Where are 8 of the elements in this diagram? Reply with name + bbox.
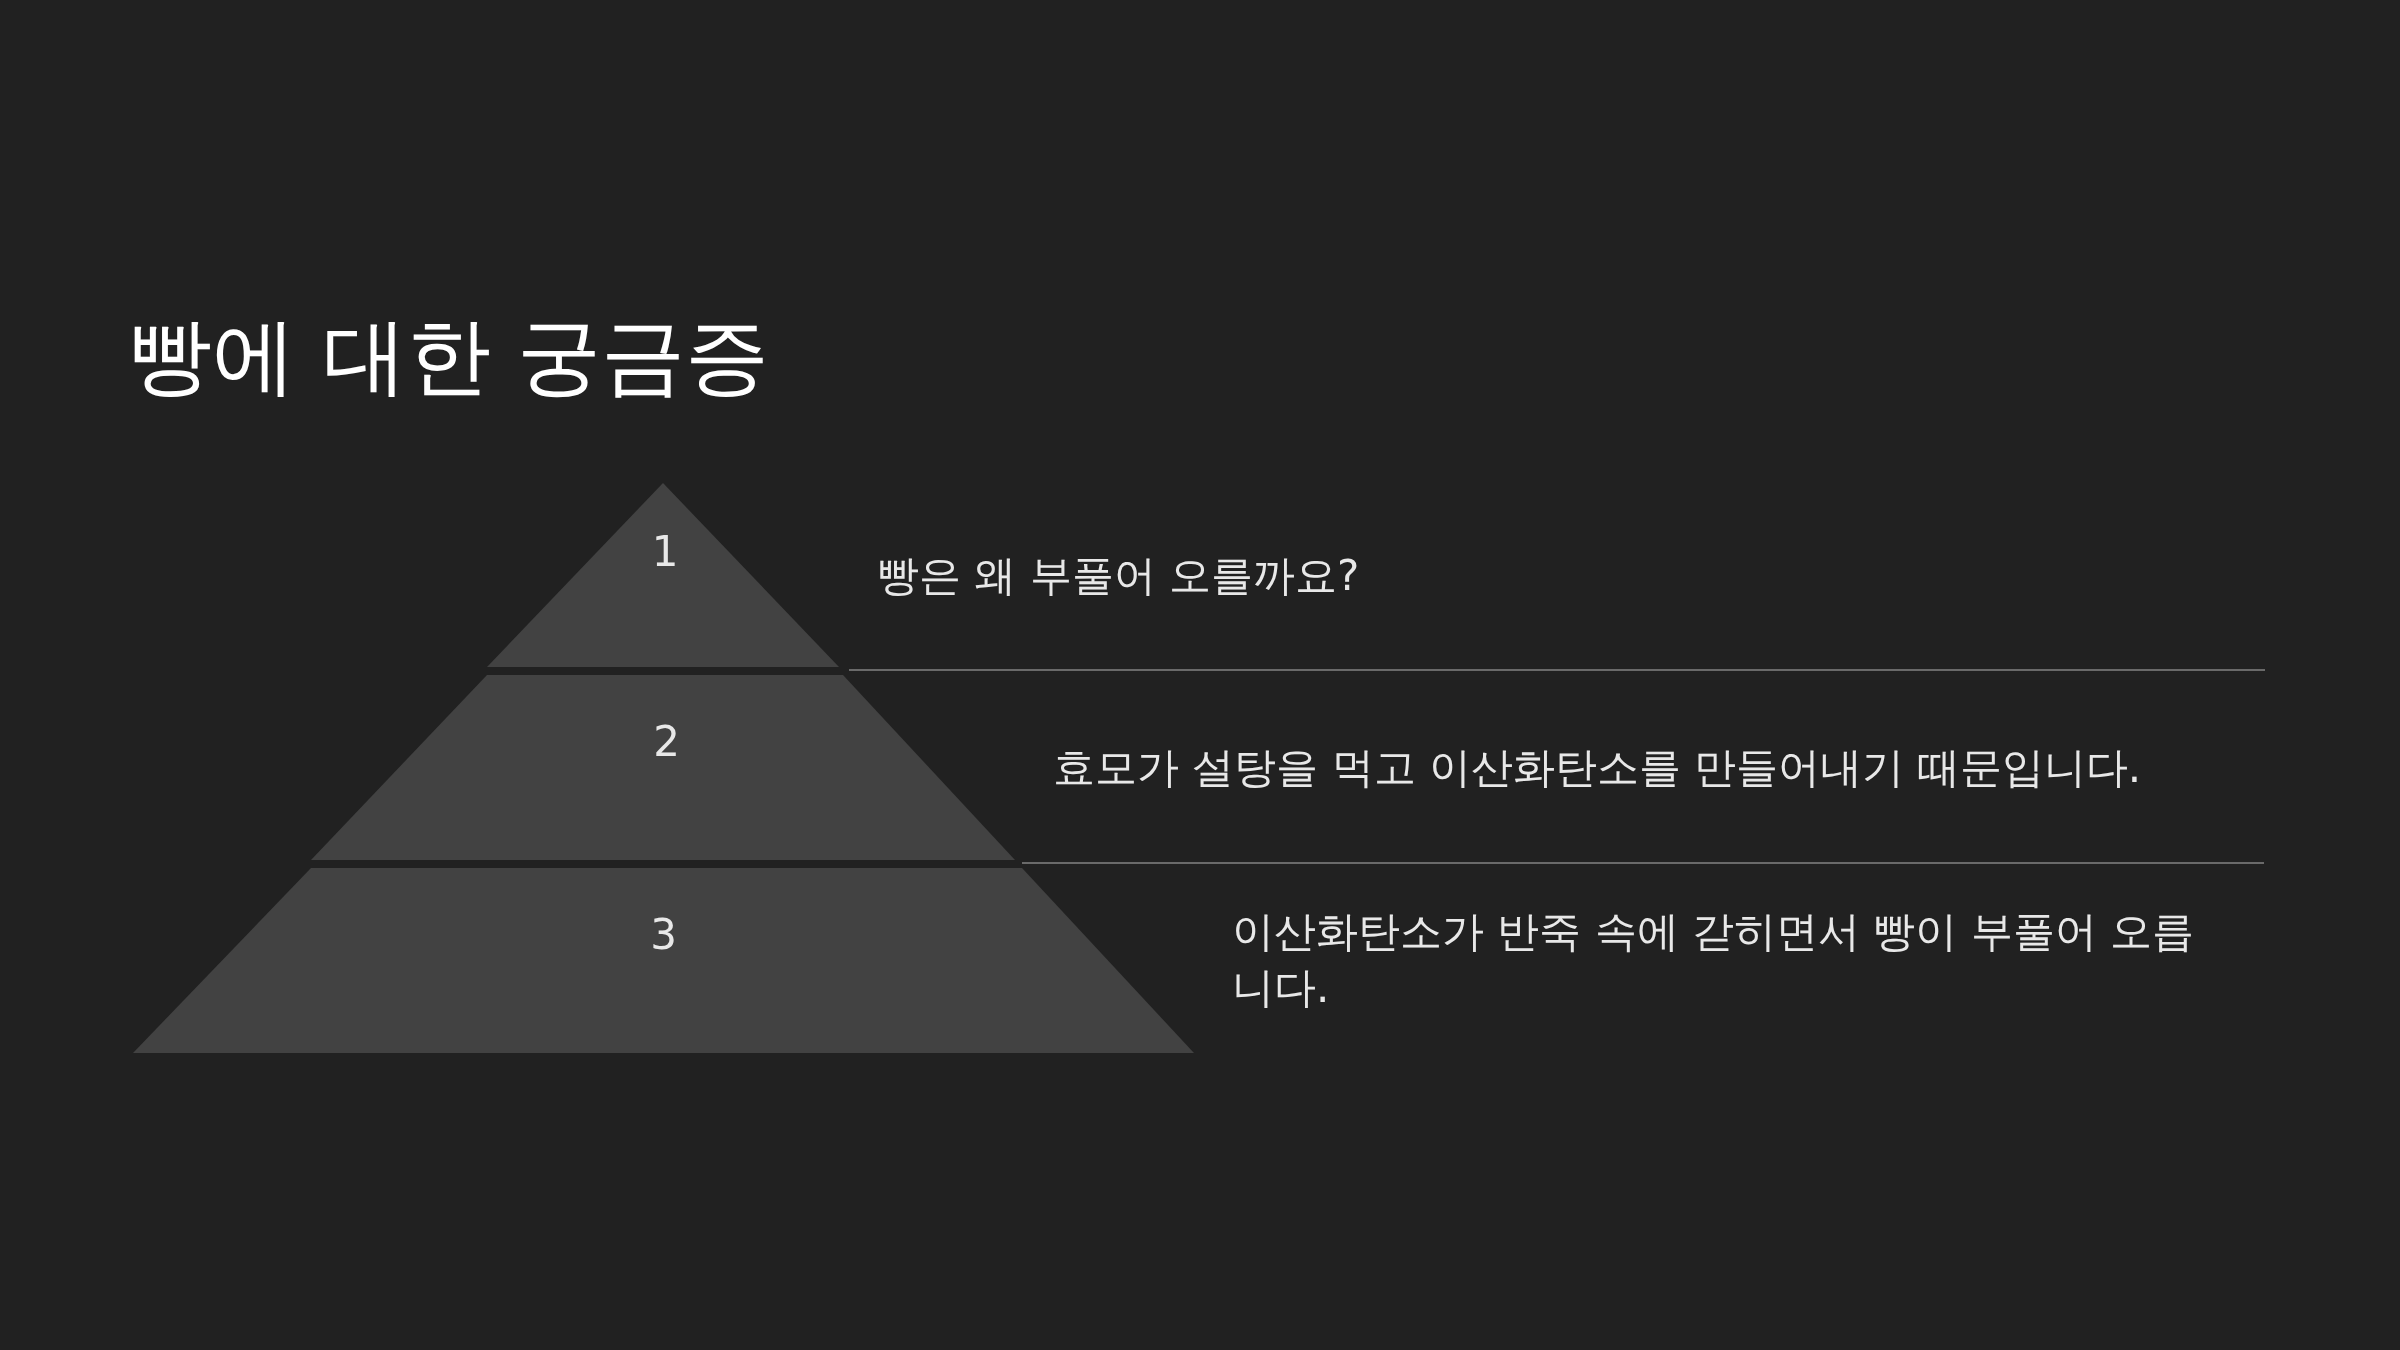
tier-description: 빵은 왜 부풀어 오를까요? xyxy=(877,550,1360,602)
tier-number: 3 xyxy=(650,910,677,959)
tier-number: 2 xyxy=(653,717,680,766)
tier-description: 이산화탄소가 반죽 속에 갇히면서 빵이 부풀어 오릅니다. xyxy=(1232,906,2196,1014)
tier-description: 효모가 설탕을 먹고 이산화탄소를 만들어내기 때문입니다. xyxy=(1053,742,2142,794)
tier-number: 1 xyxy=(651,527,679,576)
slide-title: 빵에 대한 궁금증 xyxy=(128,306,770,407)
pyramid-tier xyxy=(133,868,1194,1053)
